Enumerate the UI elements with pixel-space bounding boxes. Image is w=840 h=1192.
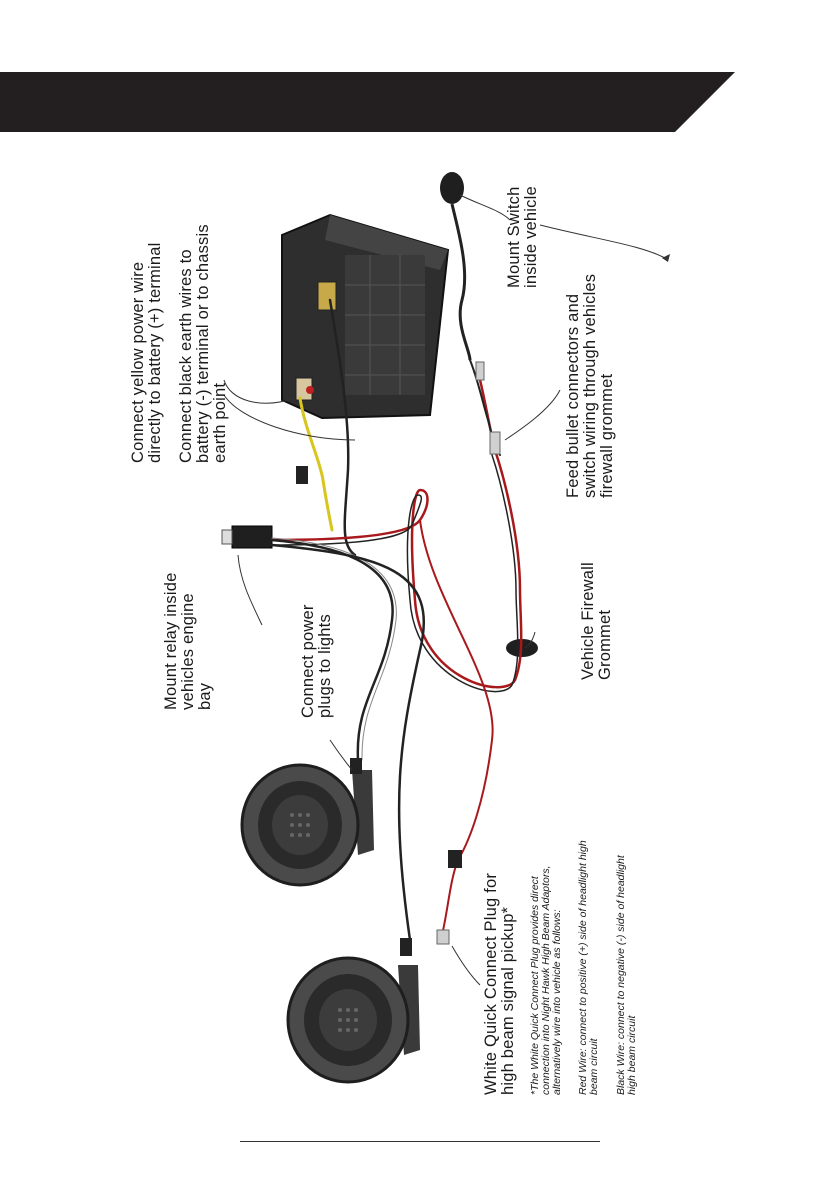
label-yellow-wire-line2: directly to battery (+) terminal bbox=[146, 242, 164, 463]
headlight-upper bbox=[240, 763, 374, 887]
label-grommet-line1: Vehicle Firewall bbox=[579, 562, 597, 680]
label-yellow-wire-line1: Connect yellow power wire bbox=[129, 261, 147, 463]
red-wire-note-line1: Red Wire: connect to positive (+) side o… bbox=[577, 840, 589, 1095]
label-bullet-line1: Feed bullet connectors and bbox=[564, 293, 582, 498]
leader-lines bbox=[223, 194, 666, 986]
label-bullet-line2: switch wiring through vehicles bbox=[581, 273, 599, 498]
switch bbox=[440, 172, 472, 361]
note-line3: alternatively wire into vehicle as follo… bbox=[551, 909, 563, 1095]
battery bbox=[281, 213, 450, 420]
label-switch-line1: Mount Switch bbox=[505, 186, 523, 288]
label-relay-line3: bay bbox=[196, 682, 214, 710]
label-quick-connect-line2: high beam signal pickup* bbox=[499, 906, 517, 1095]
label-relay-line2: vehicles engine bbox=[179, 593, 197, 710]
label-earth-line2: battery (-) terminal or to chassis bbox=[194, 224, 212, 463]
label-grommet-line2: Grommet bbox=[596, 609, 614, 680]
wiring bbox=[270, 298, 523, 942]
quick-connect-plug bbox=[436, 929, 450, 945]
black-wire-note-line1: Black Wire: connect to negative (-) side… bbox=[615, 855, 627, 1095]
note-line1: *The White Quick Connect Plug provides d… bbox=[529, 876, 541, 1095]
label-quick-connect-line1: White Quick Connect Plug for bbox=[482, 872, 500, 1095]
note-line2: connection into Night Hawk High Beam Ada… bbox=[540, 865, 552, 1095]
red-wire-note-line2: beam circuit bbox=[588, 1038, 600, 1095]
label-earth-line1: Connect black earth wires to bbox=[177, 249, 195, 463]
label-switch-line2: inside vehicle bbox=[522, 186, 540, 288]
header-banner bbox=[0, 72, 735, 132]
bullet-connector bbox=[489, 431, 501, 455]
headlight-lower bbox=[286, 956, 420, 1084]
label-power-line2: plugs to lights bbox=[316, 614, 334, 718]
label-power-line1: Connect power bbox=[299, 604, 317, 718]
inline-fuse-holder bbox=[448, 850, 462, 868]
label-bullet-line3: firewall grommet bbox=[598, 373, 616, 498]
bullet-connector-switch bbox=[475, 361, 485, 381]
label-relay-line1: Mount relay inside bbox=[162, 572, 180, 710]
power-plug-lower bbox=[400, 938, 412, 956]
footer-rule bbox=[240, 1141, 600, 1142]
power-plug-upper bbox=[350, 758, 362, 774]
label-earth-line3: earth point bbox=[211, 382, 229, 463]
black-wire-note-line2: high beam circuit bbox=[626, 1015, 638, 1095]
battery-fuse-holder bbox=[296, 466, 308, 484]
relay bbox=[221, 525, 273, 549]
